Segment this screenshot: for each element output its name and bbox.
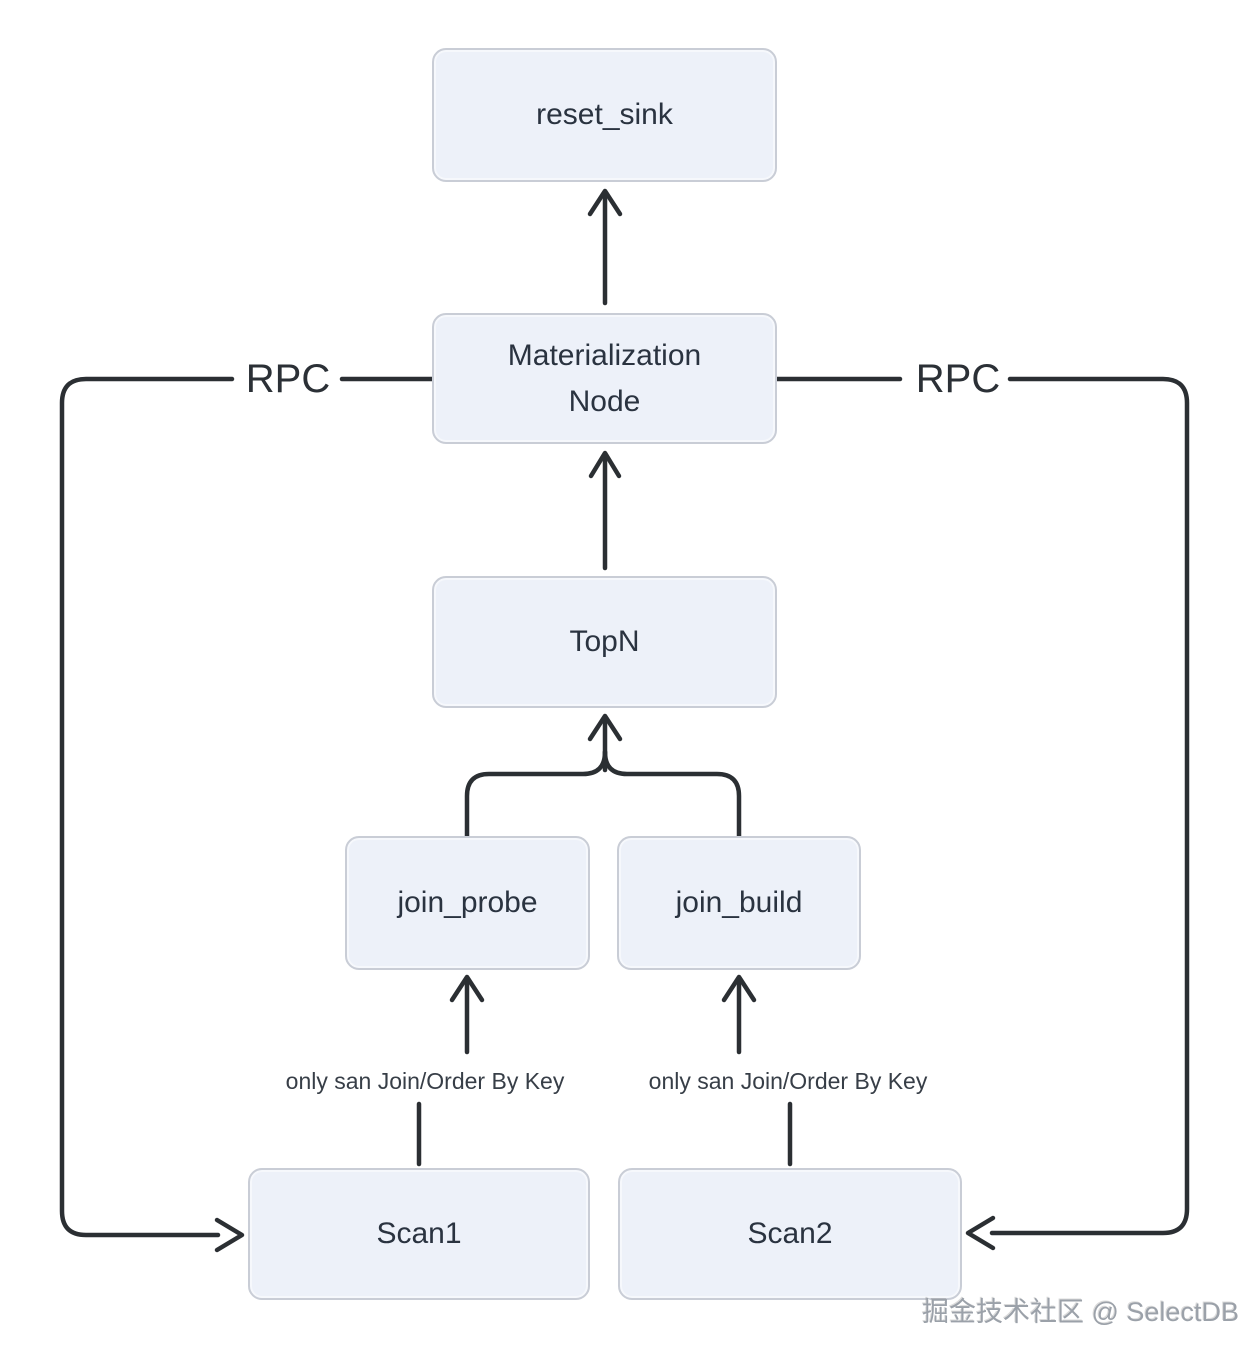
node-join-probe: join_probe [345, 836, 590, 970]
node-scan1-label: Scan1 [376, 1217, 462, 1250]
node-join-build-label: join_build [675, 886, 803, 919]
edge-note-right: only san Join/Order By Key [648, 1068, 928, 1094]
node-reset-sink-label: reset_sink [536, 98, 673, 131]
node-scan1: Scan1 [248, 1168, 590, 1300]
edge-joins-merge-to-topn [464, 713, 742, 839]
edge-rpc-left [59, 376, 435, 1253]
node-topn: TopN [432, 576, 777, 708]
edge-note-to-join-build [721, 974, 757, 1055]
node-reset-sink: reset_sink [432, 48, 777, 182]
node-join-build: join_build [617, 836, 861, 970]
watermark-text: 掘金技术社区 @ SelectDB [922, 1297, 1239, 1327]
node-scan2-label: Scan2 [747, 1217, 833, 1250]
node-join-probe-label: join_probe [397, 886, 538, 919]
node-scan2: Scan2 [618, 1168, 962, 1300]
rpc-label-right: RPC [915, 357, 1001, 401]
node-materialization: Materialization Node [432, 313, 777, 444]
edge-topn-to-materialization [588, 450, 622, 571]
edge-rpc-right [774, 376, 1190, 1251]
edge-note-left: only san Join/Order By Key [285, 1068, 565, 1094]
edge-note-to-join-probe [449, 974, 485, 1055]
node-topn-label: TopN [569, 625, 640, 658]
rpc-label-left: RPC [245, 357, 331, 401]
node-materialization-label: Materialization Node [507, 338, 702, 418]
edge-materialization-to-reset-sink [587, 188, 623, 306]
